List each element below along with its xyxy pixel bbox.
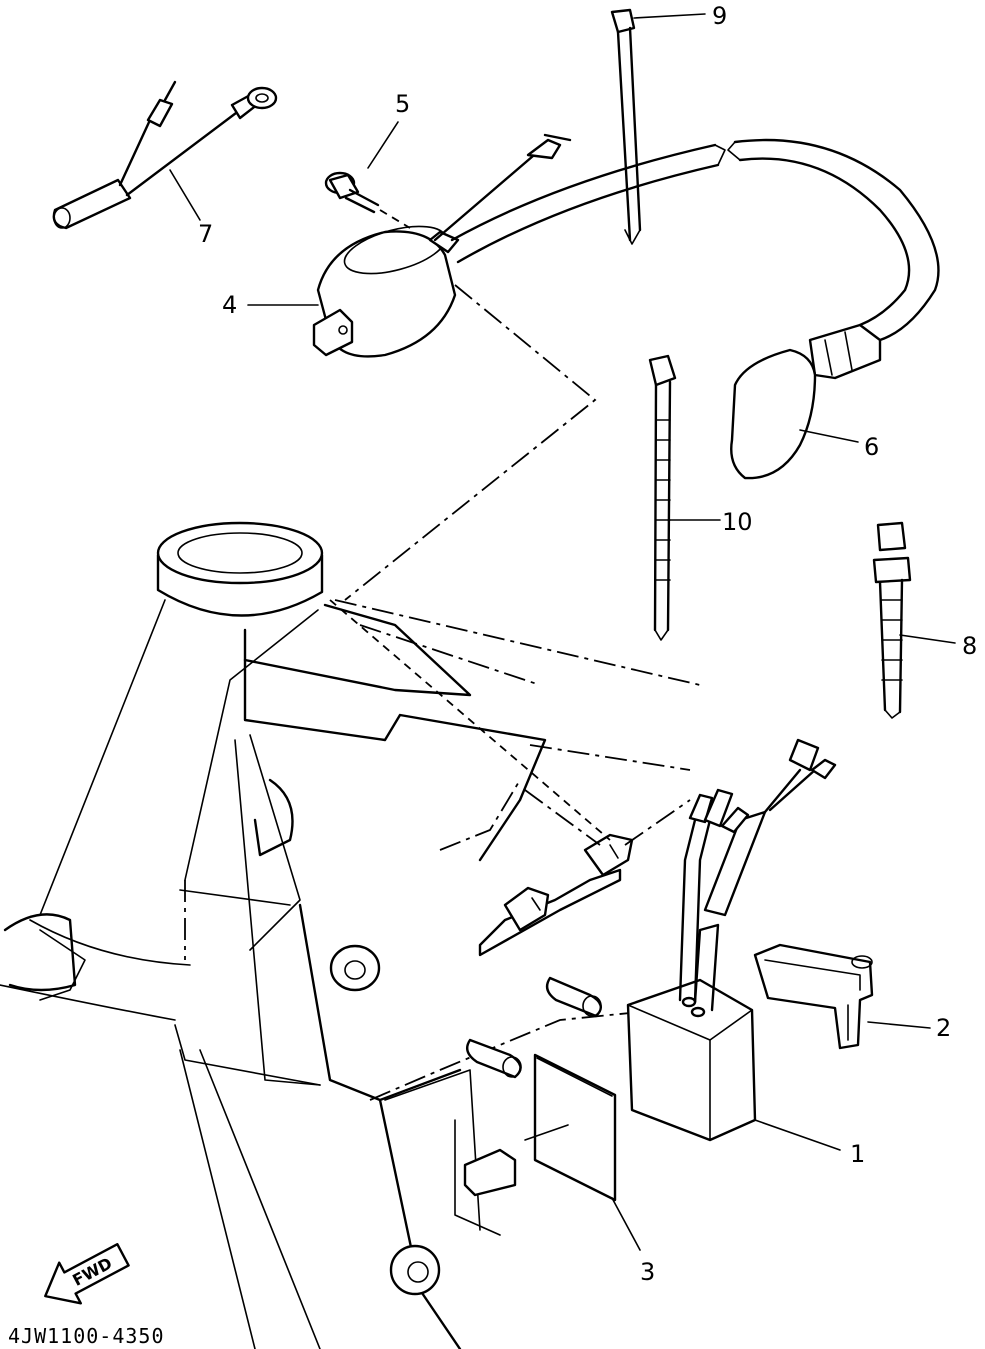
part-3-plate: [524, 1053, 617, 1202]
part-8-cable-tie: [872, 521, 912, 719]
callout-1: 1: [850, 1140, 865, 1168]
callout-8: 8: [962, 632, 977, 660]
part-9-cable-tie: [610, 8, 642, 245]
drawing-code: 4JW1100-4350: [8, 1324, 165, 1348]
frame-section: [0, 521, 701, 1349]
callout-labels: 1 2 3 4 5 6 7 8 9 10: [198, 2, 977, 1286]
callout-5: 5: [395, 90, 410, 118]
assembly-lines: [329, 284, 691, 846]
callout-10: 10: [722, 508, 753, 536]
leader-lines: [169, 13, 956, 1251]
part-4-ignition-coil: [312, 225, 460, 358]
part-2-bracket: [753, 943, 874, 1050]
part-7-wire-lead: [52, 80, 278, 230]
part-1-cdi-unit: [626, 738, 837, 1142]
callout-3: 3: [640, 1258, 655, 1286]
callout-6: 6: [864, 433, 879, 461]
callout-4: 4: [222, 291, 237, 319]
part-10-cable-tie: [648, 354, 677, 641]
part-5-bolt: [324, 171, 411, 229]
part-6-plug-cap-lead: [433, 133, 940, 480]
callout-7: 7: [198, 220, 213, 248]
forward-direction-arrow: FWD: [44, 1243, 130, 1305]
callout-2: 2: [936, 1014, 951, 1042]
callout-9: 9: [712, 2, 727, 30]
